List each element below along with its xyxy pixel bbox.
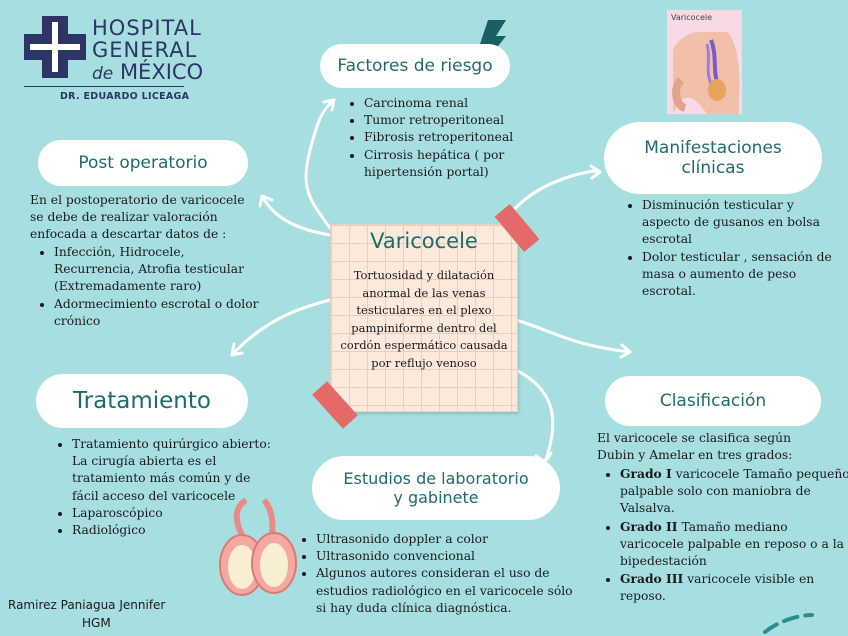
grade-label: Grado III [620,571,684,587]
manifestaciones-list: Disminución testicular y aspecto de gusa… [626,197,832,300]
logo-de: de [92,64,114,84]
list-item: Carcinoma renal [364,95,534,112]
logo-subtitle: DR. EDUARDO LICEAGA [60,91,190,102]
factores-title-pill: Factores de riesgo [320,44,510,88]
post-title: Post operatorio [78,153,208,173]
list-item: Grado III varicocele visible en reposo. [620,570,848,605]
arrow-to-estudios [514,368,555,464]
manifestaciones-title-line2: clínicas [681,158,745,178]
list-item: Infección, Hidrocele, Recurrencia, Atrof… [54,244,264,296]
arrow-to-tratamiento [230,298,332,357]
varicocele-card: Varicocele Tortuosidad y dilatación anor… [330,224,518,412]
grade-label: Grado II [620,518,678,534]
list-item: Laparoscópico [72,505,272,522]
logo-divider [24,86,184,87]
arrow-to-clasificacion [514,318,632,354]
manifestaciones-title-line1: Manifestaciones [644,138,782,158]
cross-logo-icon [24,16,86,78]
card-title: Varicocele [370,229,478,253]
tratamiento-title: Tratamiento [73,388,211,414]
list-item: Ultrasonido doppler a color [316,531,581,548]
curve-deco [763,613,814,634]
list-item: Cirrosis hepática ( por hipertensión por… [364,147,534,181]
arrow-to-factores [304,98,336,230]
logo-general: GENERAL [92,38,198,62]
list-item: Algunos autores consideran el uso de est… [316,565,581,617]
grade-text: Tamaño mediano varicocele palpable en re… [620,519,844,569]
author-org: HGM [82,616,111,630]
estudios-title-line2: y gabinete [393,488,479,507]
card-text: Tortuosidad y dilatación anormal de las … [340,268,508,370]
list-item: Disminución testicular y aspecto de gusa… [642,197,832,249]
list-item: Ultrasonido convencional [316,548,581,565]
estudios-title-line1: Estudios de laboratorio [343,469,529,488]
illustration-label: Varicocele [671,13,713,22]
tratamiento-title-pill: Tratamiento [36,374,248,428]
hospital-logo: HOSPITAL GENERAL de MÉXICO DR. EDUARDO L… [24,16,204,106]
factores-list: Carcinoma renal Tumor retroperitoneal Fi… [348,95,534,181]
author-name: Ramirez Paniagua Jennifer [8,598,166,612]
clasificacion-title-pill: Clasificación [605,376,821,426]
estudios-list: Ultrasonido doppler a color Ultrasonido … [300,531,581,617]
grade-text: varicocele visible en reposo. [620,572,815,604]
list-item: Fibrosis retroperitoneal [364,129,534,146]
list-item: Grado II Tamaño mediano varicocele palpa… [620,518,848,571]
clasificacion-list: Grado I varicocele Tamaño pequeño palpab… [604,465,848,606]
testicles-illustration [219,497,297,596]
post-title-pill: Post operatorio [38,140,248,186]
logo-mexico: MÉXICO [119,60,204,84]
grade-text: varicocele Tamaño pequeño palpable solo … [620,467,848,516]
manifestaciones-title-pill: Manifestaciones clínicas [604,122,822,194]
list-item: Radiológico [72,522,272,539]
estudios-title-pill: Estudios de laboratorio y gabinete [312,456,560,520]
list-item: Grado I varicocele Tamaño pequeño palpab… [620,465,848,518]
clasificacion-title: Clasificación [659,391,767,411]
logo-hospital: HOSPITAL [92,16,202,40]
arrow-to-post [260,194,332,237]
list-item: Tumor retroperitoneal [364,112,534,129]
list-item: Adormecimiento escrotal o dolor crónico [54,296,264,330]
list-item: Tratamiento quirúrgico abierto: La cirug… [72,436,272,505]
list-item: Dolor testicular , sensación de masa o a… [642,249,832,301]
tratamiento-list: Tratamiento quirúrgico abierto: La cirug… [56,436,272,539]
factores-title: Factores de riesgo [337,56,493,76]
post-list: Infección, Hidrocele, Recurrencia, Atrof… [38,244,264,330]
post-intro: En el postoperatorio de varicocele se de… [30,193,245,242]
lightning-icon [480,20,506,64]
varicocele-illustration: Varicocele [667,10,742,114]
grade-label: Grado I [620,466,672,481]
clasificacion-intro: El varicocele se clasifica según Dubin y… [597,431,793,463]
